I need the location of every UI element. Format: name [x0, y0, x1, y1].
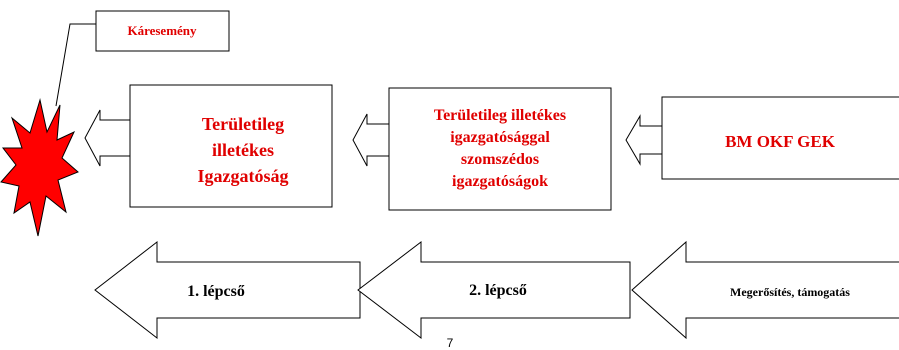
box-bm-okf-gek: [661, 96, 899, 180]
page-number: 7: [447, 336, 454, 350]
box-neighbor-line-1: Területileg illetékes: [434, 107, 566, 124]
event-callout-line: [55, 23, 96, 107]
box-neighbor-line-2: igazgatósággal: [450, 129, 550, 146]
box-local-directorate-line-2: illetékes: [212, 140, 274, 160]
box-neighbor-line-3: szomszédos: [461, 151, 539, 168]
box-neighbor-line-4: igazgatóságok: [452, 173, 548, 190]
step-3-label: Megerősítés, támogatás: [730, 285, 850, 299]
box-local-directorate: [129, 84, 333, 208]
explosion-burst-icon: [0, 98, 79, 237]
event-label-box: [95, 10, 230, 52]
arrow-box2-to-box1: [352, 113, 391, 167]
arrow-box3-to-box2: [625, 114, 664, 166]
event-label: Káresemény: [127, 23, 197, 38]
step-2-label: 2. lépcső: [469, 282, 527, 299]
step-2-arrow: [357, 240, 631, 340]
arrow-to-event: [84, 109, 132, 167]
box-neighbor-directorates: [388, 87, 612, 211]
step-1-arrow: [94, 240, 361, 340]
box-bm-okf-gek-label: BM OKF GEK: [725, 132, 836, 151]
box-local-directorate-line-3: Igazgatóság: [198, 166, 289, 186]
box-local-directorate-line-1: Területileg: [202, 114, 284, 134]
step-3-arrow: [631, 240, 899, 340]
step-1-label: 1. lépcső: [187, 283, 245, 300]
